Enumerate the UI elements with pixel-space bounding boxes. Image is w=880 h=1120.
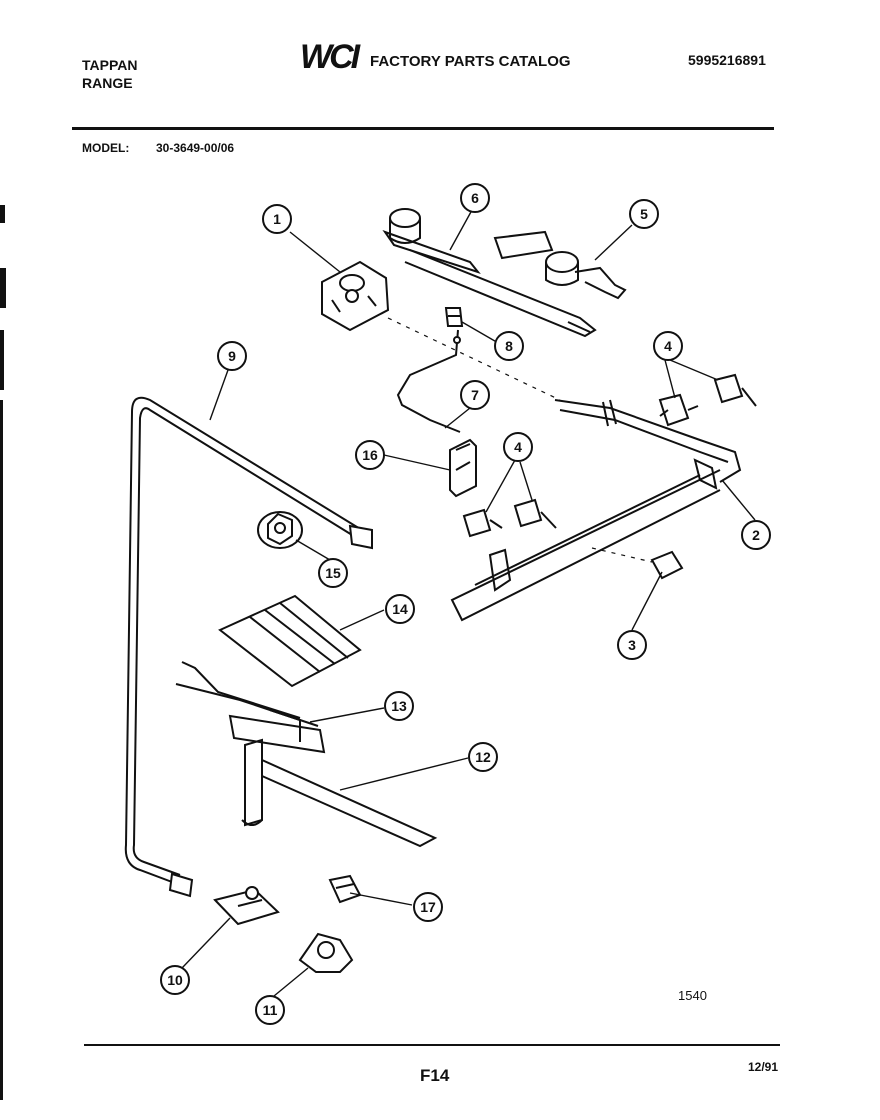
callout-9: 9	[217, 341, 247, 371]
footer-rule	[84, 1044, 780, 1046]
svg-text:6: 6	[471, 190, 479, 206]
figure-number: F14	[420, 1066, 450, 1085]
svg-text:7: 7	[471, 387, 479, 403]
part-6-burner-assembly	[382, 208, 597, 338]
part-17-clip	[328, 874, 362, 904]
leader-lines	[181, 209, 756, 997]
svg-text:17: 17	[420, 899, 436, 915]
callout-16: 16	[355, 440, 385, 470]
svg-text:16: 16	[362, 447, 378, 463]
catalog-date: 12/91	[748, 1060, 779, 1074]
catalog-title: FACTORY PARTS CATALOG	[370, 53, 571, 70]
svg-text:14: 14	[392, 601, 408, 617]
callout-2: 2	[741, 520, 771, 550]
callout-17: 17	[413, 892, 443, 922]
svg-text:13: 13	[391, 698, 407, 714]
scan-edge-mark	[0, 268, 6, 308]
part-15-nut	[257, 511, 303, 549]
svg-text:12: 12	[475, 749, 491, 765]
callout-4b: 4	[503, 432, 533, 462]
svg-text:2: 2	[752, 527, 760, 543]
callout-5: 5	[629, 199, 659, 229]
svg-text:4: 4	[664, 338, 672, 354]
part-10-bracket	[213, 886, 280, 926]
part-9-gas-tube	[124, 396, 373, 898]
scan-edge-mark	[0, 205, 5, 223]
callout-3: 3	[617, 630, 647, 660]
brand-block: TAPPAN RANGE	[82, 56, 137, 92]
svg-text:8: 8	[505, 338, 513, 354]
part-1-valve-body	[321, 260, 561, 401]
model-label: MODEL:	[82, 141, 130, 155]
drawing-number: 1540	[678, 988, 707, 1003]
part-11-clamp	[298, 932, 354, 973]
svg-text:10: 10	[167, 972, 183, 988]
part-14-plate	[218, 594, 362, 688]
svg-text:4: 4	[514, 439, 522, 455]
brand-name: TAPPAN	[82, 57, 138, 73]
callout-12: 12	[468, 742, 498, 772]
callout-13: 13	[384, 691, 414, 721]
callout-14: 14	[385, 594, 415, 624]
scan-edge-mark	[0, 400, 3, 1100]
callout-10: 10	[160, 965, 190, 995]
svg-text:11: 11	[263, 1002, 278, 1018]
callout-6: 6	[460, 183, 490, 213]
model-number: 30-3649-00/06	[156, 141, 235, 155]
callout-8: 8	[494, 331, 524, 361]
svg-text:1: 1	[273, 211, 281, 227]
part-8-clip	[444, 307, 464, 327]
header-rule	[72, 127, 774, 130]
callout-11: 11	[255, 995, 285, 1025]
svg-text:15: 15	[325, 565, 341, 581]
svg-text:9: 9	[228, 348, 236, 364]
part-7-tube	[396, 329, 461, 433]
part-2-manifold	[450, 399, 742, 622]
svg-text:3: 3	[628, 637, 636, 653]
svg-text:5: 5	[640, 206, 648, 222]
part-5-burner-assembly	[493, 230, 627, 300]
product-type: RANGE	[82, 75, 133, 91]
scan-edge-mark	[0, 330, 4, 390]
callout-4a: 4	[653, 331, 683, 361]
part-13-bracket	[175, 661, 326, 754]
callout-7: 7	[460, 380, 490, 410]
part-16-igniter	[449, 438, 477, 498]
catalog-number: 5995216891	[688, 52, 766, 68]
callout-15: 15	[318, 558, 348, 588]
part-3-bracket	[591, 547, 684, 580]
part-4-valves	[462, 373, 757, 538]
callout-1: 1	[262, 204, 292, 234]
part-12-broil-burner	[241, 738, 438, 848]
wci-logo: WCI	[300, 38, 360, 76]
